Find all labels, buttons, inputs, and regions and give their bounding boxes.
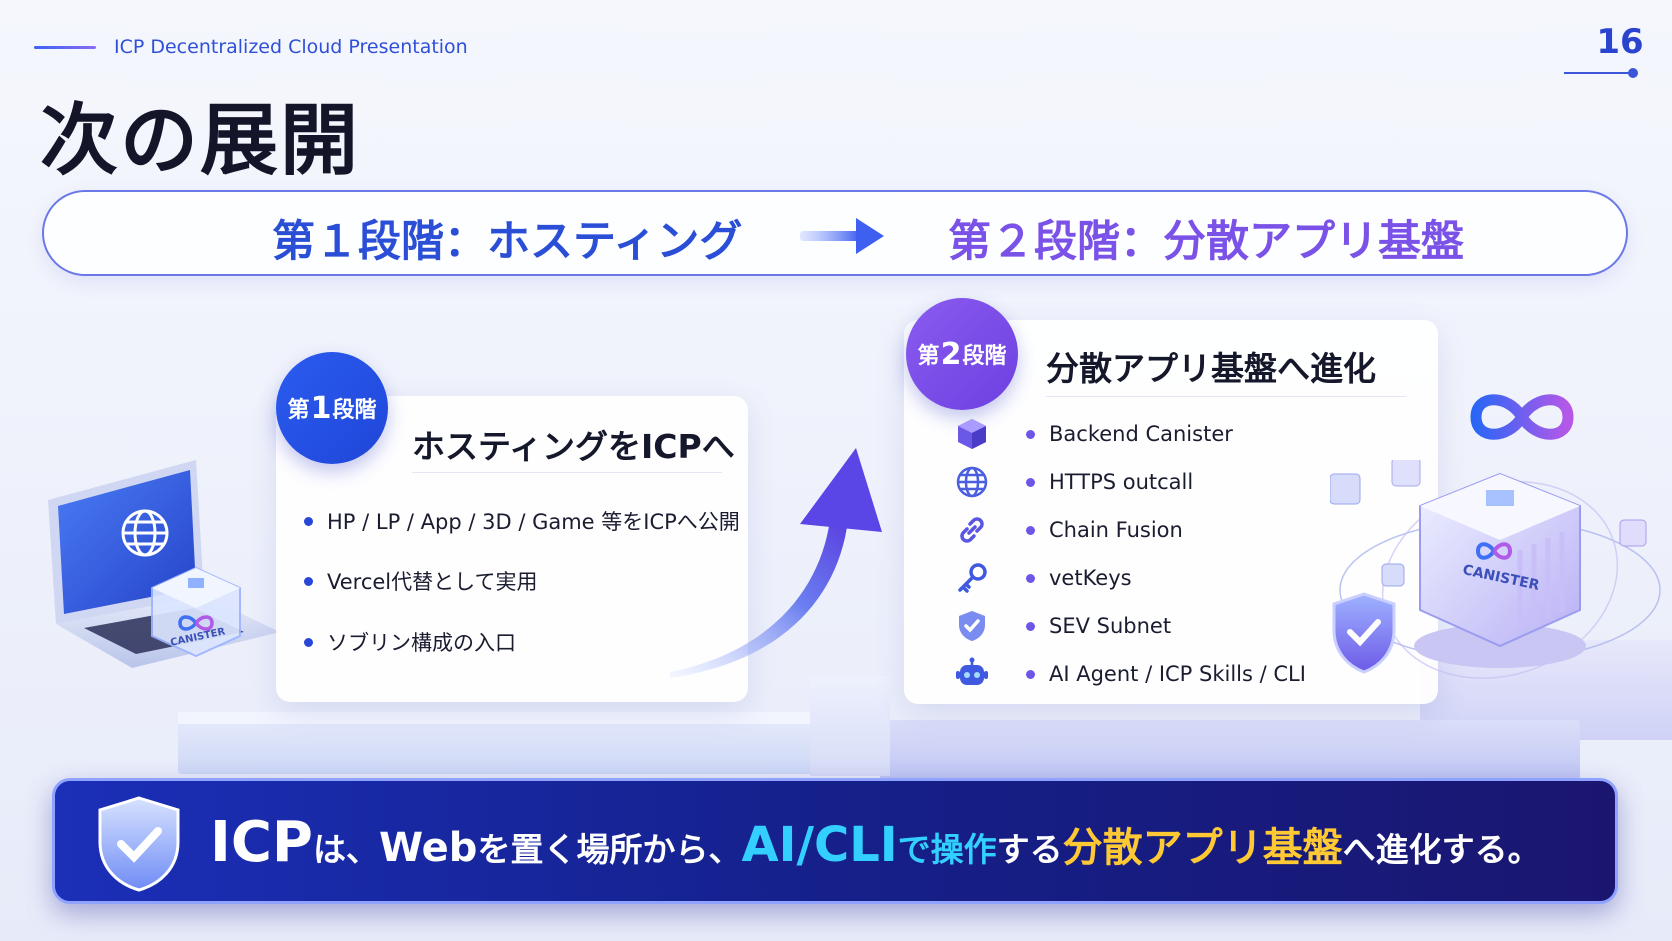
page-number: 16 — [1596, 22, 1644, 62]
stage2-item: Backend Canister — [1026, 422, 1233, 446]
chain-link-icon — [954, 512, 990, 548]
key-icon — [954, 560, 990, 596]
stage2-item: SEV Subnet — [1026, 614, 1171, 638]
slide-title: 次の展開 — [40, 96, 361, 186]
stage1-platform — [178, 720, 828, 774]
canister-cube — [1410, 470, 1590, 674]
stage1-divider — [412, 472, 722, 473]
infinity-logo-icon — [1466, 388, 1578, 450]
banner-phase1-label: 第１段階：ホスティング — [272, 217, 743, 267]
stage1-platform-top — [178, 712, 828, 724]
conclusion-banner — [52, 778, 1618, 904]
stage2-title: 分散アプリ基盤へ進化 — [1046, 349, 1376, 388]
stage1-bullet: Vercel代替として実用 — [304, 566, 538, 596]
conclusion-text: ICP は、 Web を置く場所から、 AI/CLI で操作 する 分散アプリ基… — [210, 810, 1541, 875]
stage1-title: ホスティングをICPへ — [412, 427, 735, 466]
globe-icon — [118, 506, 172, 564]
platform-step — [810, 676, 890, 776]
banner-phase2-label: 第２段階：分散アプリ基盤 — [948, 217, 1464, 267]
page-number-underline — [1564, 72, 1634, 74]
orbit-rings — [1329, 457, 1670, 694]
arrow-right-icon — [800, 214, 884, 262]
infinity-logo-small — [176, 614, 216, 636]
stage2-divider — [1046, 396, 1406, 397]
globe-icon — [954, 464, 990, 500]
stage1-bullet: HP / LP / App / 3D / Game 等をICPへ公開 — [304, 506, 740, 536]
stage2-platform — [880, 720, 1580, 780]
stage1-bullet: ソブリン構成の入口 — [304, 627, 516, 657]
security-shield-icon — [1330, 592, 1398, 678]
shield-check-icon — [954, 608, 990, 644]
stage2-item: HTTPS outcall — [1026, 470, 1193, 494]
stage2-item: vetKeys — [1026, 566, 1132, 590]
stage2-item: AI Agent / ICP Skills / CLI — [1026, 662, 1306, 686]
cube-icon — [954, 416, 990, 452]
shield-check-icon — [96, 796, 182, 896]
infinity-logo-canister — [1474, 540, 1514, 566]
growth-arrow-icon — [660, 440, 900, 684]
robot-icon — [954, 656, 990, 692]
page-number-dot — [1628, 68, 1638, 78]
stage2-item: Chain Fusion — [1026, 518, 1183, 542]
presentation-subtitle: ICP Decentralized Cloud Presentation — [114, 36, 468, 58]
header-accent-line — [34, 46, 96, 49]
small-canister-cube — [148, 564, 244, 664]
